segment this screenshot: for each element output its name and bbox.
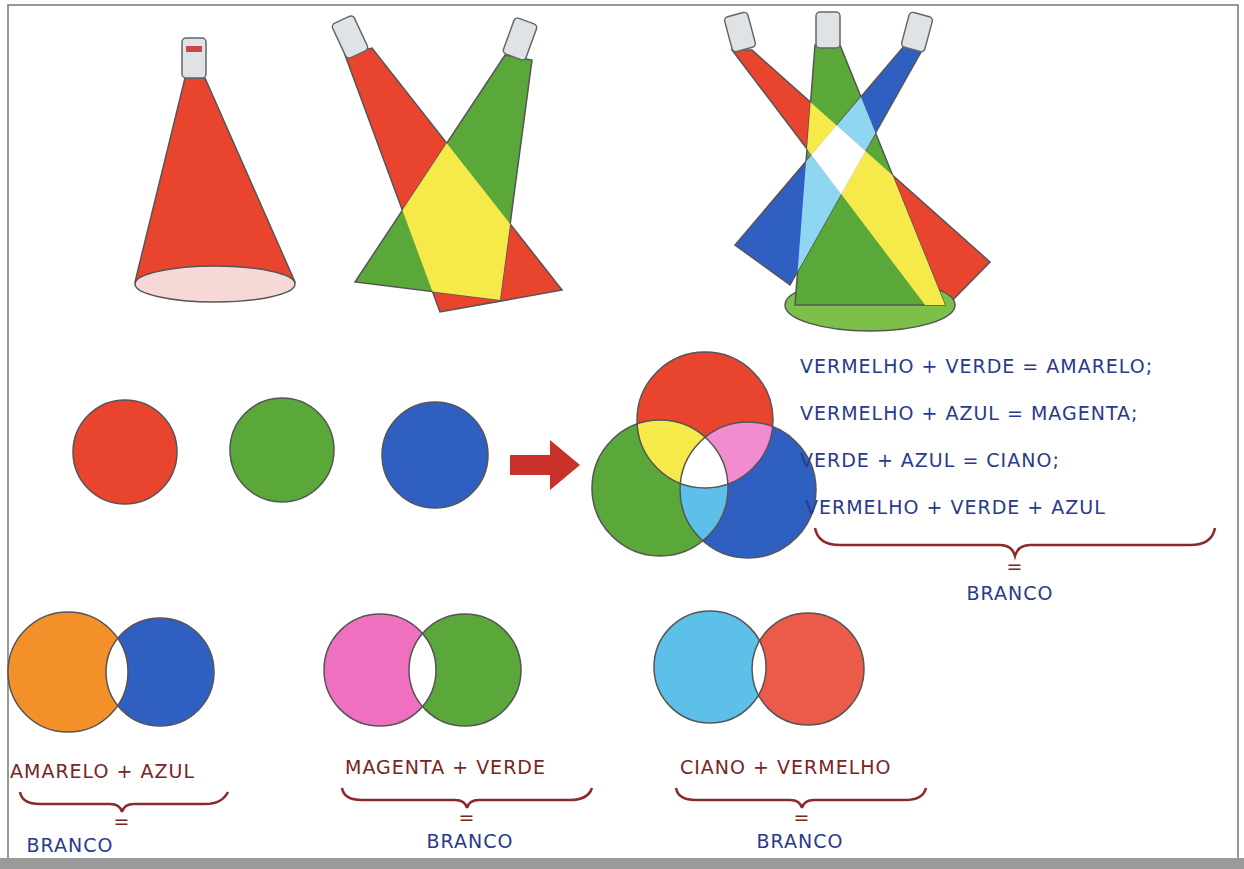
result-text: BRANCO — [967, 582, 1054, 605]
pair-label: AMARELO + AZUL — [10, 760, 195, 783]
equals-sign: = — [794, 806, 811, 829]
equals-sign: = — [1007, 555, 1024, 578]
result-text: BRANCO — [27, 834, 114, 857]
pair-label: MAGENTA + VERDE — [345, 756, 546, 779]
equals-sign: = — [114, 810, 131, 833]
pair-label: CIANO + VERMELHO — [680, 756, 891, 779]
equation: VERDE + AZUL = CIANO; — [800, 449, 1060, 472]
equation: VERMELHO + AZUL = MAGENTA; — [800, 402, 1138, 425]
result-text: BRANCO — [757, 830, 844, 853]
result-text: BRANCO — [427, 830, 514, 853]
equation: VERMELHO + VERDE + AZUL — [805, 496, 1106, 519]
equation: VERMELHO + VERDE = AMARELO; — [800, 355, 1153, 378]
equals-sign: = — [459, 806, 476, 829]
